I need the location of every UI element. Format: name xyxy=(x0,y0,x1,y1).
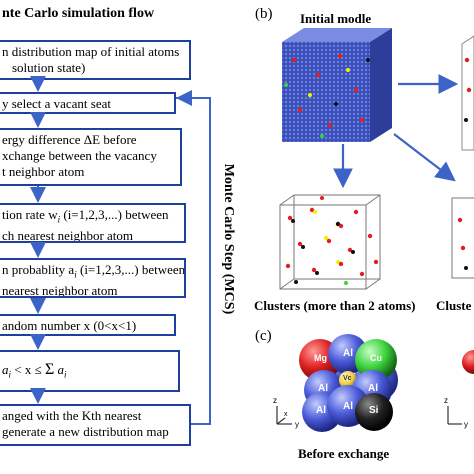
step8-line1: anged with the Kth nearest xyxy=(2,408,142,423)
step8-line2: generate a new distribution map xyxy=(2,424,169,439)
flow-step-exchange: anged with the Kth nearest generate a ne… xyxy=(0,404,191,446)
flow-step-probability: n probablity ai (i=1,2,3,...) between ne… xyxy=(0,258,186,298)
label-mg: Mg xyxy=(314,353,327,363)
step5-part1: n probablity a xyxy=(2,262,75,277)
mcs-loop-line xyxy=(176,97,211,425)
flow-step-cumulative-condition: ai < x ≤ Σ ai xyxy=(0,350,180,392)
step7-sum-left: a xyxy=(2,362,9,377)
label-al-bottom-left: Al xyxy=(316,405,326,416)
right-model-cube-partial xyxy=(461,35,474,151)
step3-line3: t neighbor atom xyxy=(2,164,85,179)
clusters-cube-left xyxy=(279,194,381,290)
step2-line: y select a vacant seat xyxy=(2,96,111,111)
axes-indicator xyxy=(276,406,292,425)
step7-line: ai < x ≤ Σ ai xyxy=(2,362,174,383)
initial-model-title: Initial modle xyxy=(300,11,372,26)
atom-si xyxy=(355,393,393,431)
step4-line2: ch nearest neighbor atom xyxy=(2,227,134,243)
step5-sub-i: i xyxy=(74,269,77,280)
step5-line2: nearest neighbor atom xyxy=(2,282,118,298)
atom-mg-right-partial xyxy=(462,350,474,374)
step7-inequality: < x ≤ xyxy=(14,362,42,377)
before-exchange-label: Before exchange xyxy=(298,446,390,461)
step7-sub-right: i xyxy=(64,369,67,380)
clusters-left-label: Clusters (more than 2 atoms) xyxy=(254,298,416,313)
step7-sub-left: i xyxy=(8,369,12,380)
flow-title: nte Carlo simulation flow xyxy=(2,6,155,21)
step3-line1: ergy difference ΔE before xyxy=(2,132,137,147)
flow-step-energy-difference: ergy difference ΔE before xchange betwee… xyxy=(0,128,182,186)
flow-step-transition-rate: tion rate wi (i=1,2,3,...) between ch ne… xyxy=(0,203,186,243)
step6-line: andom number x (0<x<1) xyxy=(2,318,137,333)
step7-sum-right: a xyxy=(57,362,65,377)
axes-indicator-right xyxy=(447,406,462,425)
flow-step-initial-map: n distribution map of initial atoms solu… xyxy=(0,40,191,80)
clusters-cube-right-partial xyxy=(451,197,474,279)
axis-z-label-right: z xyxy=(444,396,448,405)
axis-z-label: z xyxy=(273,396,277,405)
step1-line2: solution state) xyxy=(12,60,86,75)
initial-model-cube xyxy=(282,28,392,142)
step4-part2: (i=1,2,3,...) between xyxy=(63,207,169,222)
panel-b-label: (b) xyxy=(255,6,273,22)
clusters-right-label: Cluste xyxy=(436,298,472,313)
step1-line1: n distribution map of initial atoms xyxy=(2,44,180,59)
flow-step-select-vacancy: y select a vacant seat xyxy=(0,92,176,114)
step5-line1: n probablity ai (i=1,2,3,...) between xyxy=(2,262,184,283)
axis-y-label: y xyxy=(295,420,299,429)
atom-vc xyxy=(339,371,357,389)
label-al-mid-left: Al xyxy=(318,383,328,394)
step4-part1: tion rate w xyxy=(2,207,58,222)
label-al-top: Al xyxy=(343,348,353,359)
cluster-atoms-left xyxy=(285,196,379,285)
label-al-bottom-center: Al xyxy=(343,401,353,412)
label-cu: Cu xyxy=(370,353,382,363)
step4-sub-i: i xyxy=(57,214,61,225)
flow-step-random-number: andom number x (0<x<1) xyxy=(0,314,176,336)
label-al-mid-right: Al xyxy=(368,383,378,394)
step5-part2: (i=1,2,3,...) between xyxy=(79,262,186,277)
atom-cu xyxy=(355,339,397,381)
panel-c-label: (c) xyxy=(255,328,272,344)
step3-line2: xchange between the vacancy xyxy=(2,148,157,163)
axis-y-label-right: y xyxy=(464,420,468,429)
label-si: Si xyxy=(369,405,379,416)
axis-x-label: x xyxy=(284,411,288,418)
step7-sigma: Σ xyxy=(44,361,55,378)
label-vc: Vc xyxy=(343,375,352,382)
arrow-to-clusters-right xyxy=(393,133,456,182)
initial-solute-atoms xyxy=(284,53,370,138)
step4-line1: tion rate wi (i=1,2,3,...) between xyxy=(2,207,180,228)
